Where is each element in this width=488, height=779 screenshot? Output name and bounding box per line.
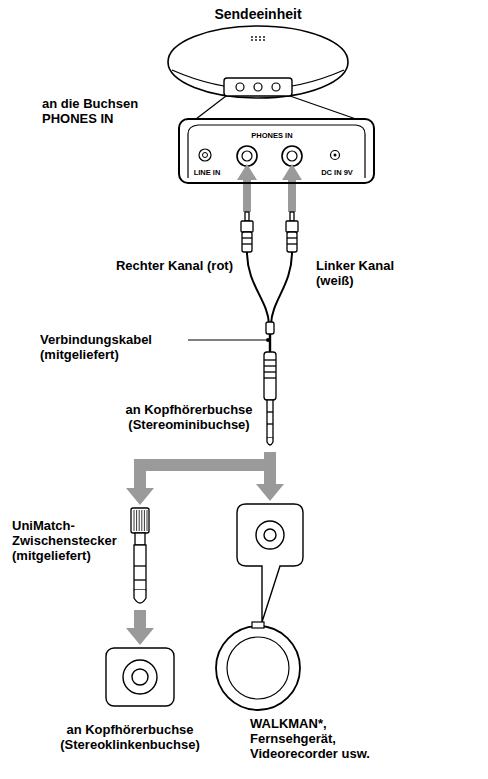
connecting-cable-part [245, 212, 249, 221]
connecting-cable-part [242, 243, 252, 244]
unimatch-adapter-part [131, 508, 149, 533]
connecting-cable-part [287, 237, 297, 238]
jack-panel-part [282, 146, 302, 166]
unimatch-adapter-part [135, 533, 145, 545]
cable-label: Verbindungskabel (mitgeliefert) [40, 332, 180, 362]
jack-panel-part [237, 146, 257, 166]
transmitter-part-part [263, 36, 265, 38]
mini-jack-part [264, 529, 276, 541]
zoom-lines-part [196, 96, 226, 119]
jack-panel [188, 125, 365, 178]
connecting-cable-part [287, 243, 297, 244]
connecting-cable-part [264, 371, 276, 372]
transmitter [168, 26, 348, 98]
device-part [252, 622, 264, 628]
jack-panel-part [203, 153, 208, 158]
unimatch-adapter-part-part [134, 510, 135, 531]
transmitter-part-part [263, 39, 265, 41]
phone-jack-part [106, 648, 174, 706]
device-part [216, 626, 300, 710]
connecting-cable-part [266, 322, 274, 334]
mini-jack-part [256, 521, 284, 549]
branch-arrow-part [126, 610, 154, 645]
jack-panel-part [331, 151, 340, 160]
transmitter-part [224, 78, 292, 96]
connecting-cable-part [242, 232, 252, 252]
insert-arrow [237, 164, 302, 212]
jack-label: an Kopfhörerbuchse (Stereoklinkenbuchse) [30, 722, 230, 752]
transmitter-part-part [251, 36, 253, 38]
jack-name: PHONES IN [251, 131, 292, 140]
connecting-cable-part [269, 334, 271, 352]
transmitter-part [251, 36, 265, 41]
adapter-label: UniMatch-Zwischenstecker (mitgeliefert) [12, 518, 124, 563]
jack-panel-part [188, 125, 365, 178]
transmitter-part-part [259, 39, 261, 41]
connecting-cable-part [264, 365, 276, 366]
jack-label: an die Buchsen PHONES IN [42, 96, 154, 126]
unimatch-adapter-part-part [139, 510, 140, 531]
jack-name: LINE IN [194, 168, 221, 177]
unimatch-adapter-part [134, 510, 147, 531]
jack-label: an Kopfhörerbuchse (Stereominibuchse) [120, 402, 258, 432]
transmitter-part-part [255, 36, 257, 38]
leader-line [188, 338, 270, 342]
zoom-lines [196, 96, 356, 119]
transmitter-part-part [259, 36, 261, 38]
transmitter-part [236, 83, 244, 91]
unimatch-adapter-part-part [136, 510, 137, 531]
device-part [227, 637, 289, 699]
unimatch-adapter-part-part [144, 510, 145, 531]
transmitter-part [168, 26, 348, 98]
jack-panel-part [199, 149, 211, 161]
connecting-cable-part [241, 221, 253, 232]
channel-label: Linker Kanal (weiß) [316, 258, 416, 288]
channel-label: Rechter Kanal (rot) [116, 258, 233, 273]
unimatch-adapter-part-part [147, 510, 148, 531]
unimatch-adapter-part [134, 590, 146, 603]
unimatch-adapter-part [134, 565, 146, 566]
mini-jack [237, 504, 303, 622]
jack-panel-part [242, 151, 252, 161]
connecting-cable-part [271, 252, 292, 324]
unimatch-adapter-part-part [141, 510, 142, 531]
connecting-cable-part [247, 252, 269, 324]
transmitter-part [272, 83, 280, 91]
phone-jack-part [123, 660, 157, 694]
connecting-cable-part [286, 221, 298, 232]
unimatch-adapter-part [134, 545, 146, 590]
transmitter-part-part [251, 39, 253, 41]
insert-arrow-part [237, 164, 257, 212]
connecting-cable-part [264, 377, 276, 378]
branch-arrow-part [126, 452, 284, 505]
mini-jack-part [237, 504, 303, 622]
connecting-cable-part [267, 423, 273, 424]
jack-panel-part [287, 151, 297, 161]
connecting-cable-part [267, 411, 273, 412]
transmitter-part [254, 83, 262, 91]
leader-line-part [266, 338, 270, 342]
phone-jack-part [132, 669, 148, 685]
jack-panel-inset: LINE IN PHONES IN DC IN 9V [178, 118, 375, 184]
connecting-cable-part [267, 400, 273, 438]
phone-jack [106, 648, 174, 706]
connecting-cable-part [267, 438, 273, 445]
unit-title: Sendeeinheit [214, 6, 301, 23]
device [216, 622, 300, 710]
connecting-cable-part [264, 359, 276, 360]
leader-line-part [188, 340, 266, 341]
insert-arrow-part [282, 164, 302, 212]
jack-panel-part [334, 154, 337, 157]
jack-name: DC IN 9V [321, 168, 353, 177]
unimatch-adapter-part [134, 579, 146, 580]
connecting-cable-part [242, 237, 252, 238]
connecting-cable-part [290, 212, 294, 221]
zoom-lines-part [290, 96, 356, 119]
transmitter-part-part [255, 39, 257, 41]
connecting-cable-part [287, 232, 297, 252]
unimatch-adapter [131, 508, 149, 603]
connecting-cable-part [264, 352, 276, 400]
device-label: WALKMAN*, Fernsehgerät, Videorecorder us… [250, 716, 390, 761]
